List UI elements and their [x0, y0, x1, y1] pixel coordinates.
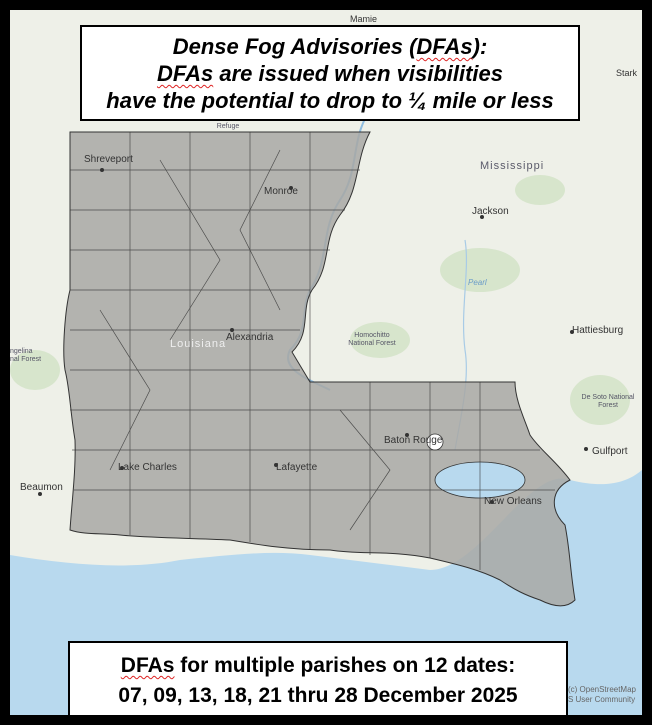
- city-dot-shreveport: [100, 168, 104, 172]
- title-text: Dense Fog Advisories (: [172, 34, 417, 59]
- title-acronym: DFAs: [156, 61, 214, 86]
- place-label-pearl: Pearl: [468, 278, 487, 287]
- place-label-de-soto: De Soto National Forest: [581, 394, 635, 409]
- title-text: are issued when visibilities: [213, 61, 504, 86]
- place-label-new-orleans: New Orleans: [484, 496, 542, 507]
- parish-border: [159, 159, 221, 341]
- place-label-angelina: ngelina nal Forest: [10, 348, 42, 363]
- place-label-stark: Stark: [616, 68, 638, 78]
- dates-line-1: DFAs for multiple parishes on 12 dates:: [70, 651, 566, 681]
- parish-border: [339, 409, 391, 531]
- place-label-baton-rouge: Baton Rouge: [384, 435, 443, 446]
- city-dot-lake-charles: [120, 466, 124, 470]
- place-label-lake-charles: Lake Charles: [118, 462, 177, 473]
- place-label-louisiana: Louisiana: [170, 338, 227, 350]
- place-label-beaumont: Beaumon: [20, 482, 63, 493]
- map-attribution[interactable]: (c) OpenStreetMap S User Community: [568, 685, 636, 705]
- city-dot-jackson: [480, 215, 484, 219]
- city-dot-beaumont: [38, 492, 42, 496]
- dates-text: for multiple parishes on 12 dates:: [174, 654, 516, 677]
- city-dot-monroe: [289, 186, 293, 190]
- forest-patch: [515, 175, 565, 205]
- place-label-mississippi: Mississippi: [480, 160, 545, 172]
- title-line-1: Dense Fog Advisories (DFAs):: [82, 33, 578, 60]
- forest-patch: [570, 375, 630, 425]
- place-label-jackson: Jackson: [472, 206, 509, 217]
- place-label-gulfport: Gulfport: [592, 446, 628, 457]
- dates-box: DFAs for multiple parishes on 12 dates: …: [68, 641, 568, 715]
- place-label-homochitto: Homochitto National Forest: [348, 332, 396, 347]
- forest-patch: [440, 248, 520, 292]
- city-dot-lafayette: [274, 463, 278, 467]
- parish-borders: [70, 132, 555, 570]
- dates-acronym: DFAs: [120, 654, 175, 677]
- title-line-2: DFAs are issued when visibilities: [82, 60, 578, 87]
- place-label-hattiesburg: Hattiesburg: [572, 325, 624, 336]
- forest-patch: [10, 350, 60, 390]
- attribution-line: (c) OpenStreetMap: [567, 685, 636, 694]
- city-dot-gulfport: [584, 447, 588, 451]
- parish-border: [239, 149, 281, 311]
- city-dot-alexandria: [230, 328, 234, 332]
- map-canvas[interactable]: Mamie Stark National Wildlife Refuge Mis…: [10, 10, 642, 715]
- place-label-mamie: Mamie: [350, 14, 378, 24]
- place-label-alexandria: Alexandria: [226, 332, 274, 343]
- title-line-3: have the potential to drop to ¼ mile or …: [106, 88, 554, 113]
- place-label-lafayette: Lafayette: [276, 462, 318, 473]
- city-dot-hattiesburg: [570, 330, 574, 334]
- title-box: Dense Fog Advisories (DFAs): DFAs are is…: [80, 25, 580, 121]
- attribution-line: S User Community: [567, 695, 636, 704]
- title-acronym: DFAs: [416, 34, 473, 59]
- louisiana-advisory-area: [63, 131, 576, 607]
- city-dot-baton-rouge: [405, 433, 409, 437]
- parish-border: [99, 309, 151, 471]
- place-label-monroe: Monroe: [264, 186, 298, 197]
- forest-patch: [350, 322, 410, 358]
- place-label-shreveport: Shreveport: [84, 154, 133, 165]
- city-dot-new-orleans: [490, 500, 494, 504]
- title-text: ):: [472, 34, 488, 59]
- dates-line-2: 07, 09, 13, 18, 21 thru 28 December 2025: [118, 684, 518, 707]
